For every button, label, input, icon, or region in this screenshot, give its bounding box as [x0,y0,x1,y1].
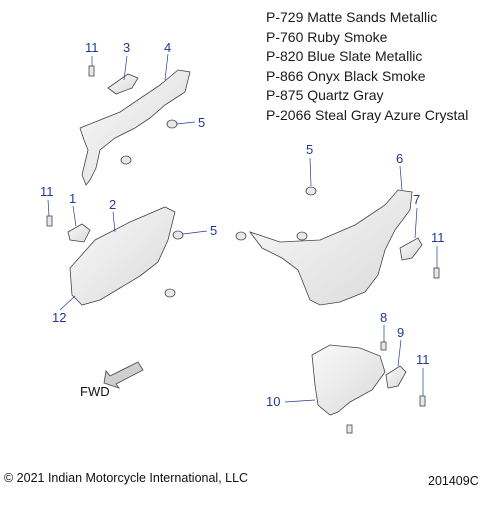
fwd-label: FWD [80,384,110,399]
callout-1: 1 [69,191,76,206]
part-10-lower-panel [311,344,386,416]
screw [346,424,353,434]
callout-7: 7 [413,192,420,207]
callout-12: 12 [52,310,66,325]
screw [380,341,387,351]
part-9-trim [385,365,407,389]
screw [88,65,95,77]
callout-5: 5 [210,223,217,238]
screw [419,395,426,407]
callout-8: 8 [380,310,387,325]
callout-11: 11 [416,352,430,367]
paint-code-legend: P-729 Matte Sands Metallic P-760 Ruby Sm… [266,8,468,126]
part-2-side-cover [69,206,176,306]
callout-3: 3 [123,40,130,55]
legend-item: P-820 Blue Slate Metallic [266,48,423,65]
legend-item: P-866 Onyx Black Smoke [266,67,426,84]
fwd-arrow [103,361,144,389]
legend-item: P-2066 Steal Gray Azure Crystal [266,106,469,123]
grommet [120,155,132,165]
callout-11: 11 [431,230,445,245]
grommet [164,288,176,298]
legend-item: P-729 Matte Sands Metallic [266,9,438,25]
callout-6: 6 [396,151,403,166]
grommet [172,230,184,240]
callout-10: 10 [266,394,280,409]
legend-item: P-760 Ruby Smoke [266,28,388,45]
callout-5: 5 [306,142,313,157]
screw [433,267,440,279]
part-4-upper-cover [79,69,191,186]
callout-2: 2 [109,197,116,212]
legend-item: P-875 Quartz Gray [266,87,384,104]
callout-11: 11 [40,184,54,199]
part-6-side-panel [248,189,413,306]
callout-4: 4 [164,40,171,55]
grommet [305,186,317,196]
grommet [296,231,308,241]
part-1-cap [67,223,91,243]
part-3-knob [107,73,139,95]
screw [46,215,53,227]
figure-id: 201409C [428,474,479,488]
callout-5: 5 [198,115,205,130]
callout-11: 11 [85,40,99,55]
callout-9: 9 [397,325,404,340]
copyright-notice: © 2021 Indian Motorcycle International, … [4,471,249,485]
grommet [166,119,178,129]
part-7-trim [399,237,423,261]
grommet [235,231,247,241]
